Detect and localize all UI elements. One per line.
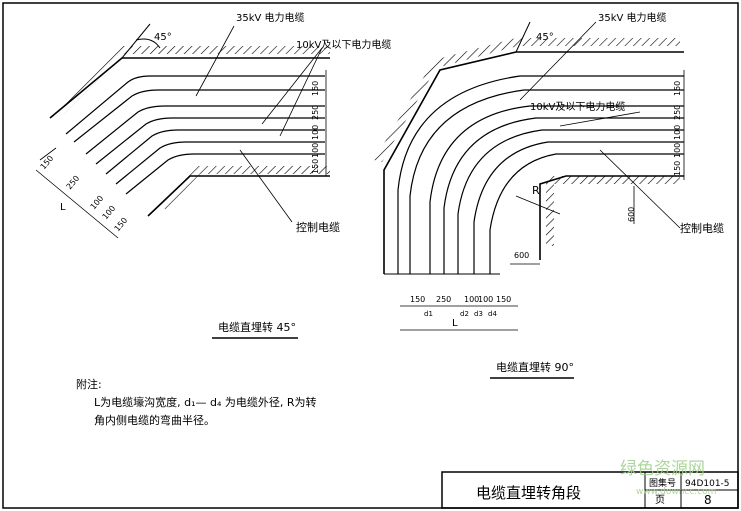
cable-10kv-90-1 <box>429 105 684 274</box>
dim-150-diag-a: 150 <box>39 154 56 171</box>
notes-line-1: L为电缆壕沟宽度, d₁— d₄ 为电缆外径, R为转 <box>94 395 317 409</box>
label-10kv-right: 10kV及以下电力电缆 <box>530 100 625 113</box>
cable-control-90-1 <box>473 141 684 274</box>
title-fig-45: 电缆直埋转 45° <box>218 320 296 334</box>
notes-line-2: 角内侧电缆的弯曲半径。 <box>94 413 215 427</box>
dim-250-left: 250 <box>311 105 320 120</box>
trench-outer-wall <box>49 57 330 119</box>
dim-150-right-a: 150 <box>673 81 682 96</box>
cable-10kv-90-3 <box>457 129 684 274</box>
dim-100-right-a: 100 <box>673 125 682 140</box>
leader-10kv-a <box>261 47 323 125</box>
dim-d2: d2 <box>460 310 469 318</box>
dim-150-bottom-b: 150 <box>496 295 511 304</box>
watermark-url: www.downcc.com <box>636 487 716 497</box>
trench-outer-wall-90 <box>383 51 684 274</box>
dim-250-right: 250 <box>673 105 682 120</box>
atlas-label: 图集号 <box>649 477 676 489</box>
dim-d3: d3 <box>474 310 483 318</box>
watermark-text: 绿色资源网 <box>620 459 705 479</box>
dim-150-bottom-a: 150 <box>410 295 425 304</box>
dim-L-right: L <box>452 318 458 329</box>
dim-100-diag-a: 100 <box>89 194 106 211</box>
dim-250-bottom: 250 <box>436 295 451 304</box>
dim-150-left-a: 150 <box>311 81 320 96</box>
dim-100-bottom-a: 100 <box>464 295 479 304</box>
dim-line-diagonal <box>35 169 119 239</box>
label-radius: R <box>532 184 540 197</box>
label-10kv-left: 10kV及以下电力电缆 <box>296 38 391 51</box>
trench-inner-wall <box>147 175 330 217</box>
dim-100-bottom-b: 100 <box>478 295 493 304</box>
label-control-left: 控制电缆 <box>296 220 340 234</box>
cable-10kv-1 <box>85 105 325 155</box>
radius-line <box>515 195 561 215</box>
dim-L-left: L <box>60 202 66 213</box>
leader-control-90 <box>599 149 681 229</box>
dim-600-horizontal-text: 600 <box>514 251 529 260</box>
dim-ext <box>39 147 57 161</box>
cable-control-1 <box>115 141 325 185</box>
cable-control-2 <box>125 153 325 195</box>
cable-10kv-2 <box>95 117 325 165</box>
soil-hatch-right-outer <box>374 38 680 162</box>
dim-d1: d1 <box>424 310 433 318</box>
atlas-number: 94D101-5 <box>685 479 730 489</box>
cable-control-90-2 <box>489 153 684 274</box>
label-35kv-right: 35kV 电力电缆 <box>598 11 667 24</box>
page-label: 页 <box>655 494 665 506</box>
dim-150-left-b: 150 <box>311 159 320 174</box>
leader-control <box>239 149 293 223</box>
dim-100-diag-b: 100 <box>101 204 118 221</box>
trench-inner-wall-90 <box>539 175 684 260</box>
angle-label-left: 45° <box>154 32 172 43</box>
cable-10kv-3 <box>105 129 325 175</box>
dim-150-diag-b: 150 <box>113 216 130 233</box>
soil-hatch-inner <box>160 166 330 210</box>
title-fig-90: 电缆直埋转 90° <box>496 360 574 374</box>
dim-250-diag: 250 <box>65 174 82 191</box>
angle-ref-line <box>121 23 151 59</box>
leader-10kv-b <box>279 47 323 137</box>
dim-150-right-b: 150 <box>673 161 682 176</box>
cable-10kv-90-2 <box>443 117 684 274</box>
label-35kv-left: 35kV 电力电缆 <box>236 11 305 24</box>
angle-ref-line-90 <box>515 21 531 53</box>
soil-hatch-outer <box>62 46 330 114</box>
angle-label-right: 45° <box>536 32 554 43</box>
dim-100-left-a: 100 <box>311 125 320 140</box>
leader-10kv-90 <box>559 111 641 127</box>
soil-hatch-right-inner <box>546 176 680 246</box>
dim-d4: d4 <box>488 310 497 318</box>
drawing-title: 电缆直埋转角段 <box>476 484 581 502</box>
cable-35kv-90-2 <box>409 89 684 274</box>
cable-35kv <box>65 75 325 135</box>
notes-heading: 附注: <box>76 377 102 391</box>
leader-35kv <box>195 25 235 97</box>
cable-35kv-2 <box>73 89 325 143</box>
angle-arc <box>135 38 161 49</box>
label-control-right: 控制电缆 <box>680 221 724 235</box>
figure-90-degree <box>374 21 685 331</box>
dim-100-left-b: 100 <box>311 143 320 158</box>
leader-35kv-90 <box>519 21 597 101</box>
page-number: 8 <box>704 493 712 507</box>
figure-45-degree <box>35 23 330 239</box>
dim-600-vertical-text: 600 <box>627 207 636 222</box>
title-block <box>441 471 739 509</box>
cable-35kv-90 <box>397 75 684 274</box>
dim-100-right-b: 100 <box>673 143 682 158</box>
